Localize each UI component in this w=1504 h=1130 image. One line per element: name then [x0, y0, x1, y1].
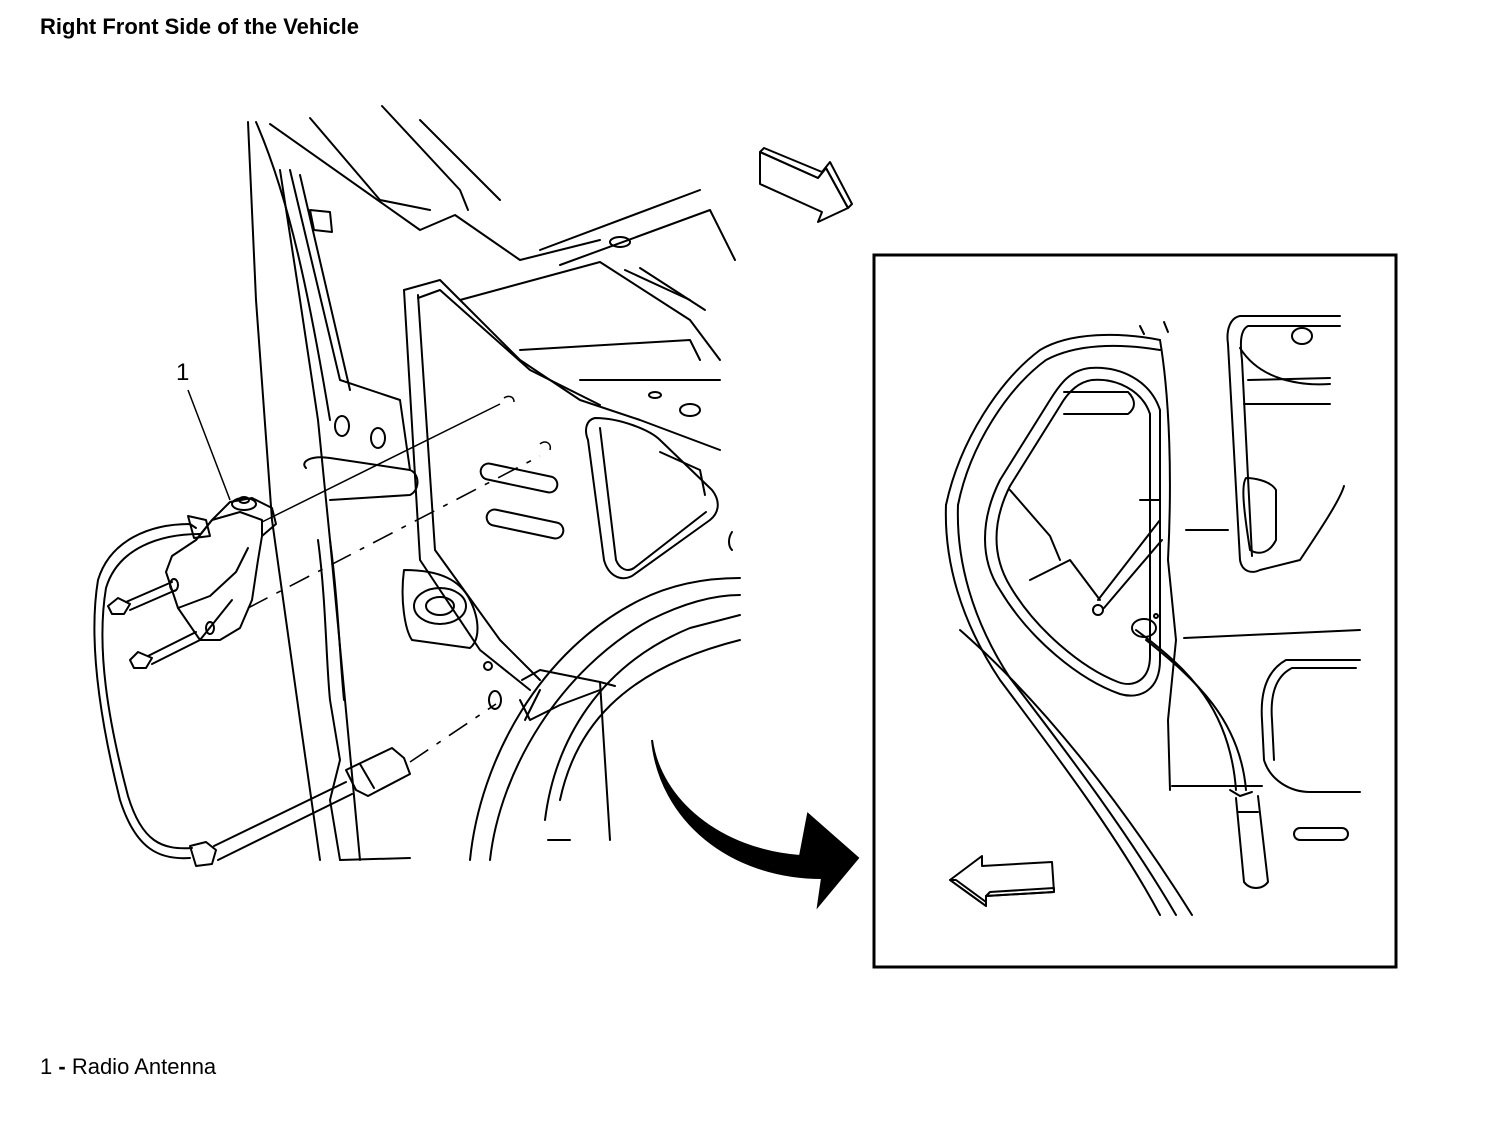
detail-inset — [872, 253, 1398, 969]
callout-legend: 1 - Radio Antenna — [40, 1054, 216, 1080]
legend-label: Radio Antenna — [71, 1054, 217, 1079]
vehicle-body-structure — [247, 105, 741, 861]
legend-separator: - — [58, 1054, 66, 1079]
forward-direction-arrow-icon — [759, 147, 853, 223]
callout-number: 1 — [176, 359, 189, 386]
curved-detail-arrow-icon — [651, 739, 860, 910]
radio-antenna-assembly — [93, 389, 552, 867]
forward-direction-arrow-icon — [949, 855, 1055, 907]
legend-number: 1 — [40, 1054, 53, 1079]
page-title: Right Front Side of the Vehicle — [40, 14, 360, 39]
